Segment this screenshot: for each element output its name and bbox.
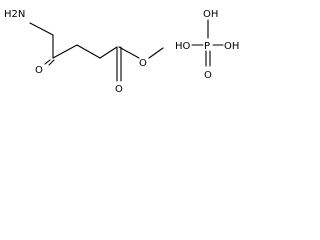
bond-n-c1 — [29, 22, 54, 36]
ketone-oxygen-label: O — [35, 65, 43, 76]
amine-label: H2N — [4, 9, 25, 20]
phosphorus-label: P — [204, 41, 210, 52]
bond-o-methyl — [148, 47, 164, 59]
bond-c3-c4 — [76, 44, 101, 59]
bond-ketone-double-b — [48, 59, 55, 66]
structure-diagram: H2N O O O OH HO P OH O — [4, 9, 239, 95]
ester-molecule: H2N O O O — [4, 9, 164, 95]
ester-oxygen-label: O — [139, 58, 147, 69]
oxo-oxygen-label: O — [204, 70, 212, 81]
hydroxyl-right-label: OH — [224, 41, 239, 52]
hydroxyl-left-label: HO — [175, 41, 191, 52]
hydroxyl-top-label: OH — [203, 9, 218, 20]
ester-carbonyl-oxygen-label: O — [115, 84, 123, 95]
bond-c5-o — [118, 46, 140, 59]
bond-c2-c3 — [52, 44, 78, 59]
bond-ketone-double-a — [44, 59, 51, 65]
phosphoric-acid: OH HO P OH O — [175, 9, 239, 81]
bond-c4-c5 — [99, 46, 118, 59]
